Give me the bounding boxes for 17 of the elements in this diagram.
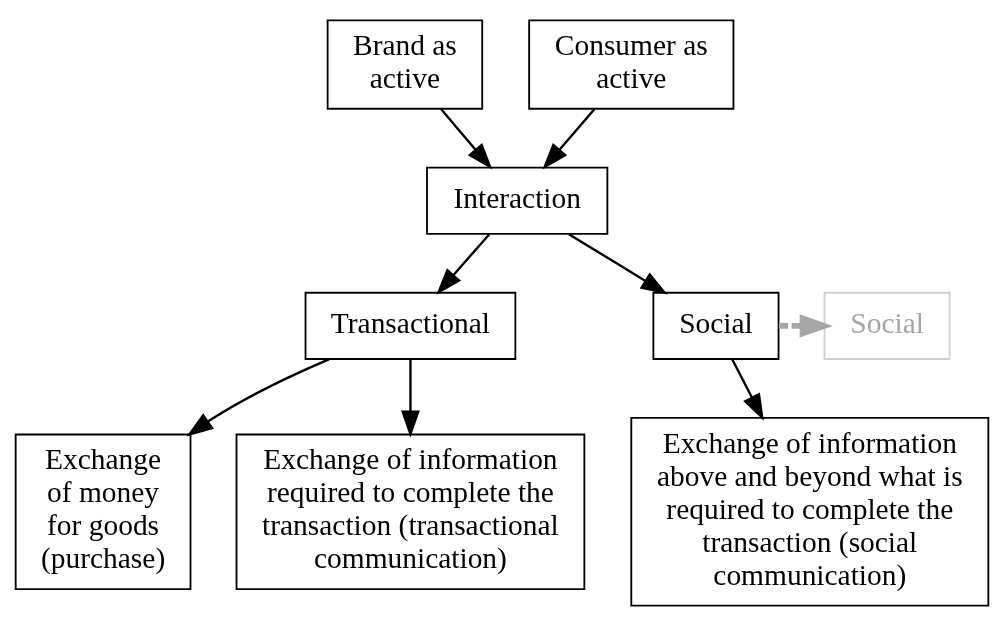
arrow xyxy=(778,314,833,338)
arrow xyxy=(542,108,596,170)
node-box: Interaction xyxy=(426,166,609,235)
arrow xyxy=(436,233,491,295)
arrow xyxy=(731,358,764,421)
node-box: Exchange of information above and beyond what is required to complete the transaction (social communication) xyxy=(630,417,990,607)
node-box: Consumer as active xyxy=(528,19,735,110)
arrow xyxy=(186,358,330,437)
arrow xyxy=(440,108,493,170)
arrow xyxy=(401,359,420,438)
arrow xyxy=(568,233,668,295)
node-box: Social xyxy=(652,291,780,360)
node-box: Social xyxy=(823,291,951,360)
node-box: Exchange of information required to complete the transaction (transactional communication) xyxy=(235,433,586,590)
node-box: Transactional xyxy=(304,291,517,360)
node-box: Brand as active xyxy=(326,19,484,110)
node-box: Exchange of money for goods (purchase) xyxy=(14,433,192,590)
